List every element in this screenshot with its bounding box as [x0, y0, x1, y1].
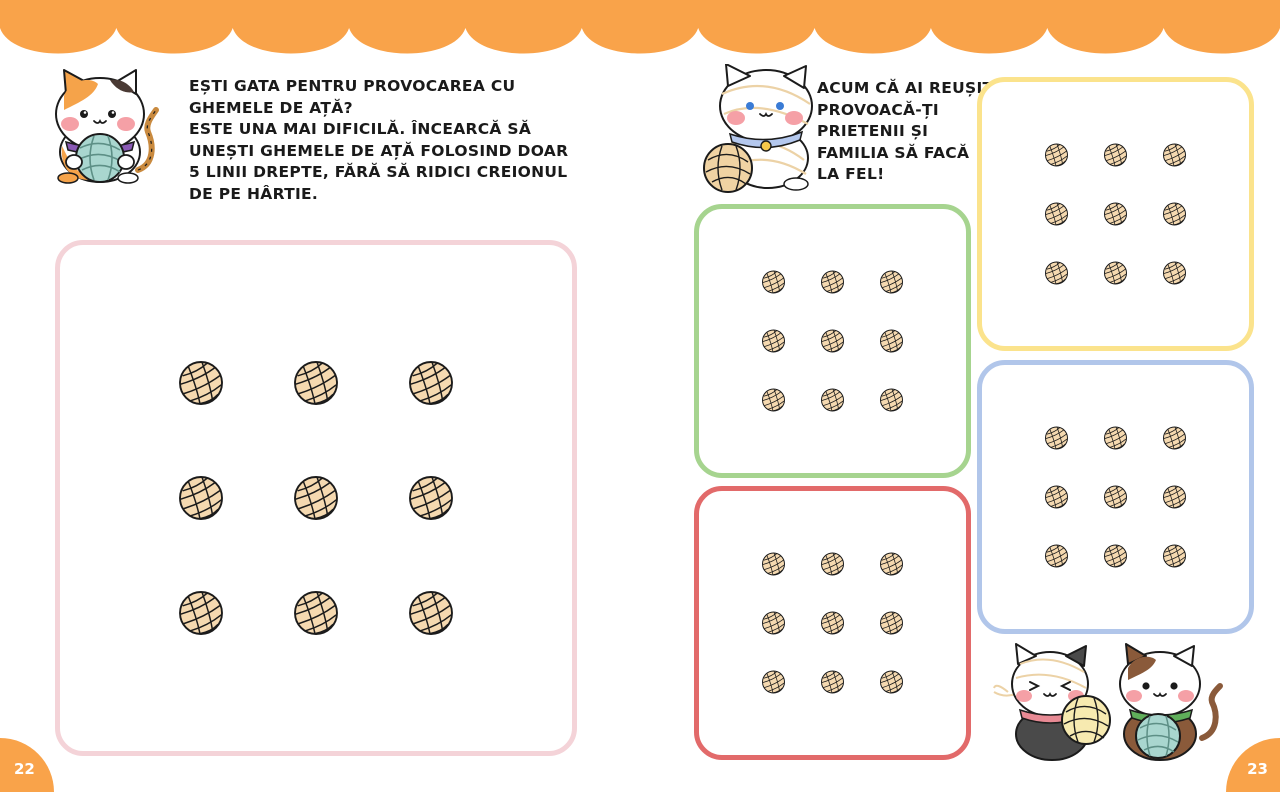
yarn-puzzle-board-large — [55, 240, 577, 756]
instruction-text-left: EȘTI GATA PENTRU PROVOCAREA CU GHEMELE D… — [189, 76, 568, 205]
instruction-line: ACUM CĂ AI REUȘIT, — [817, 79, 998, 97]
yarn-ball-icon — [1045, 426, 1068, 450]
yarn-grid — [1045, 426, 1186, 568]
yarn-ball-icon — [294, 591, 338, 635]
instruction-line: GHEMELE DE AȚĂ? — [189, 98, 353, 117]
yarn-puzzle-board-yellow — [977, 77, 1254, 351]
yarn-ball-icon — [409, 476, 453, 520]
yarn-ball-icon — [762, 388, 785, 412]
yarn-ball-icon — [821, 611, 844, 635]
yarn-ball-icon — [1104, 426, 1127, 450]
yarn-grid — [1045, 143, 1186, 285]
yarn-ball-icon — [821, 670, 844, 694]
instruction-line: FAMILIA SĂ FACĂ — [817, 143, 970, 162]
yarn-ball-icon — [1045, 544, 1068, 568]
white-cat-tangled-in-yarn-icon — [703, 64, 813, 193]
yarn-ball-icon — [821, 270, 844, 294]
instruction-line: DE PE HÂRTIE. — [189, 184, 319, 203]
yarn-ball-icon — [1045, 143, 1068, 167]
yarn-ball-icon — [1045, 261, 1068, 285]
yarn-ball-icon — [762, 270, 785, 294]
instruction-line: PRIETENII ȘI — [817, 122, 929, 140]
instruction-line: ESTE UNA MAI DIFICILĂ. ÎNCEARCĂ SĂ — [189, 120, 532, 138]
instruction-line: LA FEL! — [817, 165, 885, 183]
yarn-ball-icon — [1104, 544, 1127, 568]
yarn-ball-icon — [179, 476, 223, 520]
yarn-ball-icon — [409, 361, 453, 405]
yarn-ball-icon — [880, 552, 903, 576]
instruction-line: 5 LINII DREPTE, FĂRĂ SĂ RIDICI CREIONUL — [189, 163, 568, 181]
page-number-left: 22 — [0, 738, 54, 792]
page-number-text: 22 — [14, 760, 35, 778]
yarn-ball-icon — [762, 670, 785, 694]
yarn-grid — [762, 270, 903, 412]
yarn-ball-icon — [1163, 485, 1186, 509]
yarn-puzzle-board-green — [694, 204, 971, 478]
yarn-ball-icon — [762, 611, 785, 635]
yarn-ball-icon — [880, 388, 903, 412]
page-number-text: 23 — [1247, 760, 1268, 778]
yarn-ball-icon — [880, 611, 903, 635]
yarn-ball-icon — [409, 591, 453, 635]
yarn-ball-icon — [179, 591, 223, 635]
two-cats-with-yarn-icon — [993, 643, 1223, 761]
instruction-line: UNEȘTI GHEMELE DE AȚĂ FOLOSIND DOAR — [189, 141, 569, 160]
yarn-ball-icon — [1104, 202, 1127, 226]
yarn-ball-icon — [821, 388, 844, 412]
yarn-ball-icon — [1163, 202, 1186, 226]
yarn-puzzle-board-blue — [977, 360, 1254, 634]
yarn-ball-icon — [1104, 261, 1127, 285]
yarn-ball-icon — [880, 329, 903, 353]
yarn-ball-icon — [821, 329, 844, 353]
calico-cat-with-yarn-icon — [55, 69, 159, 184]
yarn-ball-icon — [821, 552, 844, 576]
yarn-ball-icon — [1104, 485, 1127, 509]
yarn-ball-icon — [880, 270, 903, 294]
yarn-puzzle-board-red — [694, 486, 971, 760]
yarn-ball-icon — [1045, 202, 1068, 226]
instruction-text-right: ACUM CĂ AI REUȘIT, PROVOACĂ-ȚI PRIETENII… — [817, 78, 997, 186]
yarn-ball-icon — [1163, 426, 1186, 450]
yarn-ball-icon — [1104, 143, 1127, 167]
yarn-ball-icon — [1163, 261, 1186, 285]
instruction-line: PROVOACĂ-ȚI — [817, 100, 939, 119]
yarn-ball-icon — [294, 476, 338, 520]
scalloped-header-border — [0, 0, 1280, 54]
yarn-grid — [179, 361, 453, 635]
yarn-grid — [762, 552, 903, 694]
yarn-ball-icon — [179, 361, 223, 405]
instruction-line: EȘTI GATA PENTRU PROVOCAREA CU — [189, 77, 516, 95]
yarn-ball-icon — [294, 361, 338, 405]
yarn-ball-icon — [1045, 485, 1068, 509]
yarn-ball-icon — [1163, 544, 1186, 568]
yarn-ball-icon — [762, 552, 785, 576]
page-number-right: 23 — [1226, 738, 1280, 792]
yarn-ball-icon — [880, 670, 903, 694]
yarn-ball-icon — [1163, 143, 1186, 167]
yarn-ball-icon — [762, 329, 785, 353]
